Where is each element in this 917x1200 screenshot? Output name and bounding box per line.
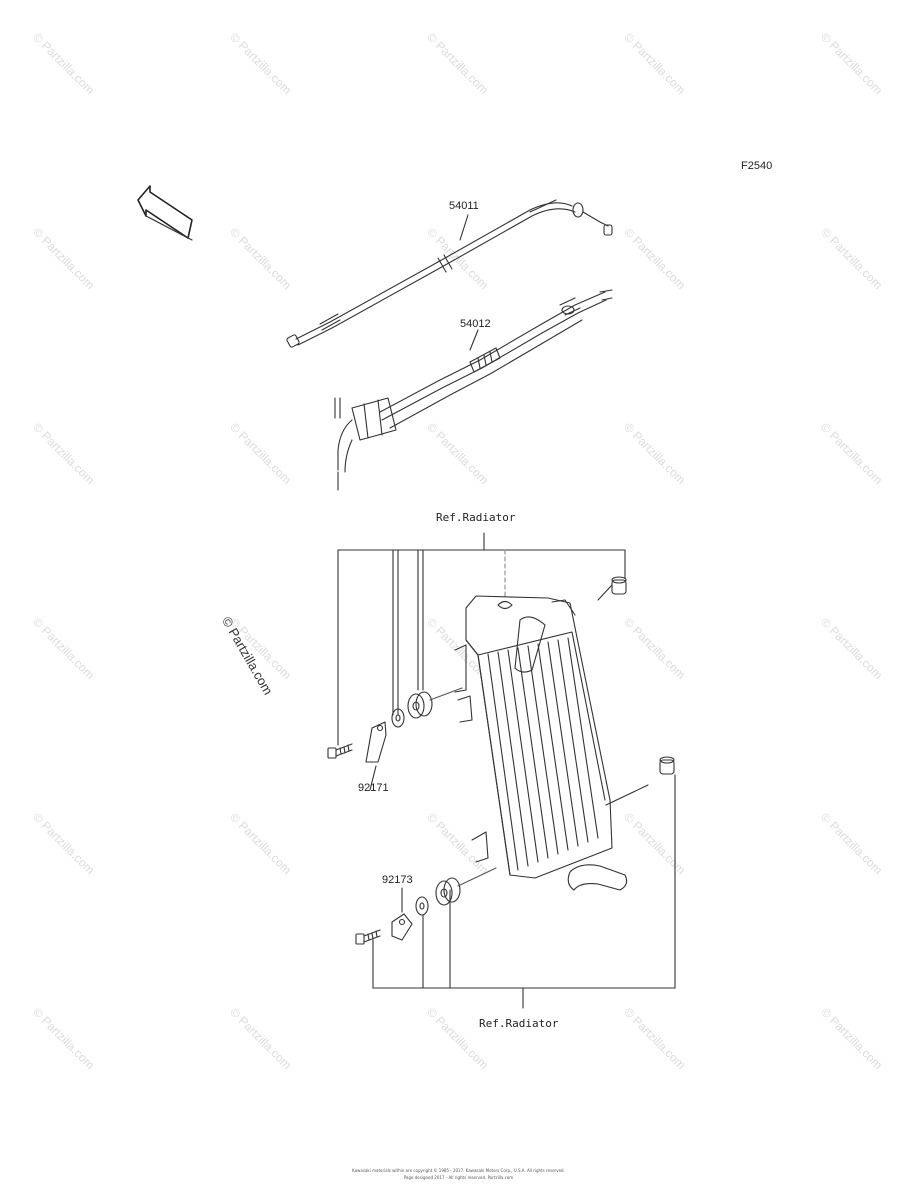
label-leaders [369, 214, 479, 913]
washer-bottom [415, 896, 429, 916]
bracket-92173 [391, 913, 413, 941]
ref-radiator-bottom: Ref.Radiator [479, 1017, 559, 1030]
washer-top [391, 708, 405, 728]
grommet-bottom [435, 867, 497, 906]
ref-bracket-top [337, 532, 626, 746]
copyright-line-1: Kawasaki materials within are copyright … [352, 1168, 565, 1173]
radiator [454, 584, 649, 891]
bolt-top [327, 743, 353, 759]
grommet-top-right [611, 576, 627, 595]
part-label-92171[interactable]: 92171 [358, 782, 389, 794]
throttle-cable-54011 [286, 199, 613, 348]
grommet-top [407, 687, 463, 719]
ref-radiator-top: Ref.Radiator [436, 511, 516, 524]
part-label-92173[interactable]: 92173 [382, 874, 413, 886]
copyright-line-2: Page designed 2017 - All rights reserved… [403, 1175, 514, 1180]
grommet-right [659, 756, 675, 775]
throttle-cable-54012 [334, 289, 613, 491]
front-arrow-icon [137, 185, 193, 241]
diagram-code: F2540 [741, 160, 773, 172]
ref-bracket-bottom [372, 774, 676, 1009]
part-label-54011[interactable]: 54011 [449, 200, 479, 212]
bolt-bottom [355, 929, 381, 945]
part-label-54012[interactable]: 54012 [460, 318, 491, 330]
bracket-92171 [365, 721, 387, 763]
